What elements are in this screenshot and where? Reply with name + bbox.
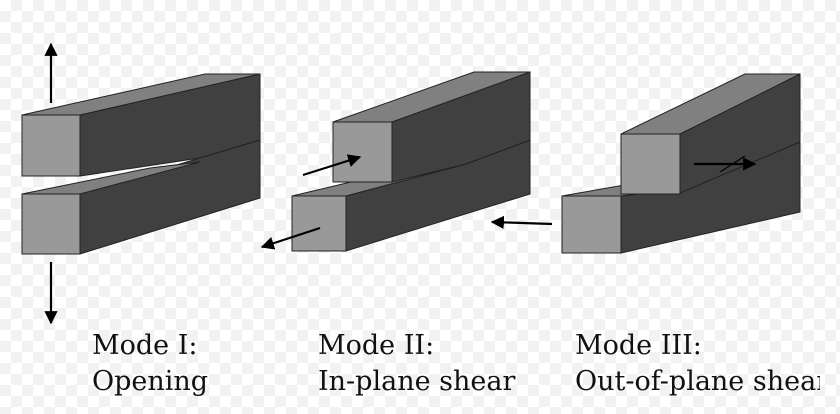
mode-3-upper-front (620, 133, 681, 195)
mode-3-lower-front (561, 195, 622, 254)
mode-3-name: Mode III: (575, 330, 702, 361)
mode-2-specimen (260, 71, 553, 252)
mode-1-lower-arm-front (21, 193, 81, 255)
mode-2-upper-front (332, 121, 393, 183)
mode-1-upper-arm-front (21, 114, 81, 177)
mode-1-description: Opening (92, 366, 209, 397)
mode-2-label: Mode II: In-plane shear (318, 328, 515, 400)
mode-2-description: In-plane shear (318, 366, 516, 397)
mode-3-specimen (561, 73, 801, 254)
mode-3-label: Mode III: Out-of-plane shear (575, 328, 820, 400)
mode-2-lower-front (291, 195, 347, 252)
mode-3-description: Out-of-plane shear (575, 366, 820, 397)
mode-1-name: Mode I: (92, 330, 198, 361)
mode-2-upper-arrow (302, 154, 362, 177)
mode-1-specimen (21, 42, 261, 325)
mode-1-label: Mode I: Opening (92, 328, 208, 400)
mode-2-lower-arrow (260, 226, 321, 250)
mode-2-right-arrow (490, 215, 553, 229)
mode-3-crack-line (719, 155, 746, 173)
mode-2-name: Mode II: (318, 330, 435, 361)
